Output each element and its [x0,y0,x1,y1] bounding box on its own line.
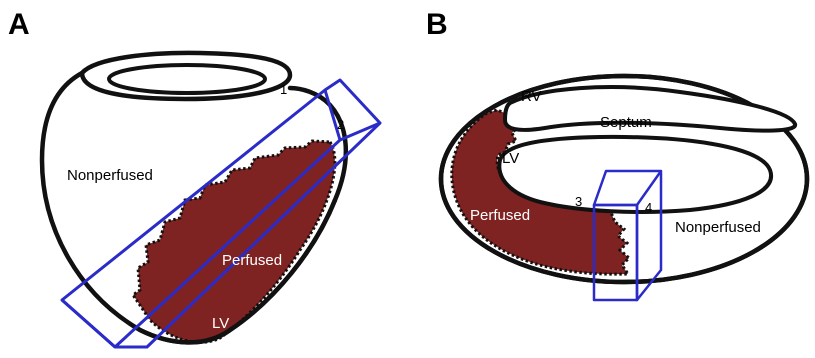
septum-label: Septum [600,114,652,131]
panel-b: B RV Septum LV Perfused Nonperfused 3 4 [426,8,807,300]
panel-b-letter: B [426,8,448,41]
marker-4: 4 [645,200,652,215]
panel-a-letter: A [8,8,30,41]
nonperfused-label-a: Nonperfused [67,167,153,184]
lv-cavity [499,137,771,212]
nonperfused-label-b: Nonperfused [675,219,761,236]
marker-3: 3 [575,194,582,209]
lv-label-b: LV [502,150,519,167]
rv-label: RV [521,88,542,105]
panel-a: A Nonperfused Perfused LV 1 2 [8,8,380,347]
lv-label-a: LV [212,315,229,332]
heart-rim-inner [109,65,265,93]
marker-1: 1 [280,82,287,97]
marker-2: 2 [337,117,344,132]
perfused-label-a: Perfused [222,252,282,269]
perfused-label-b: Perfused [470,207,530,224]
